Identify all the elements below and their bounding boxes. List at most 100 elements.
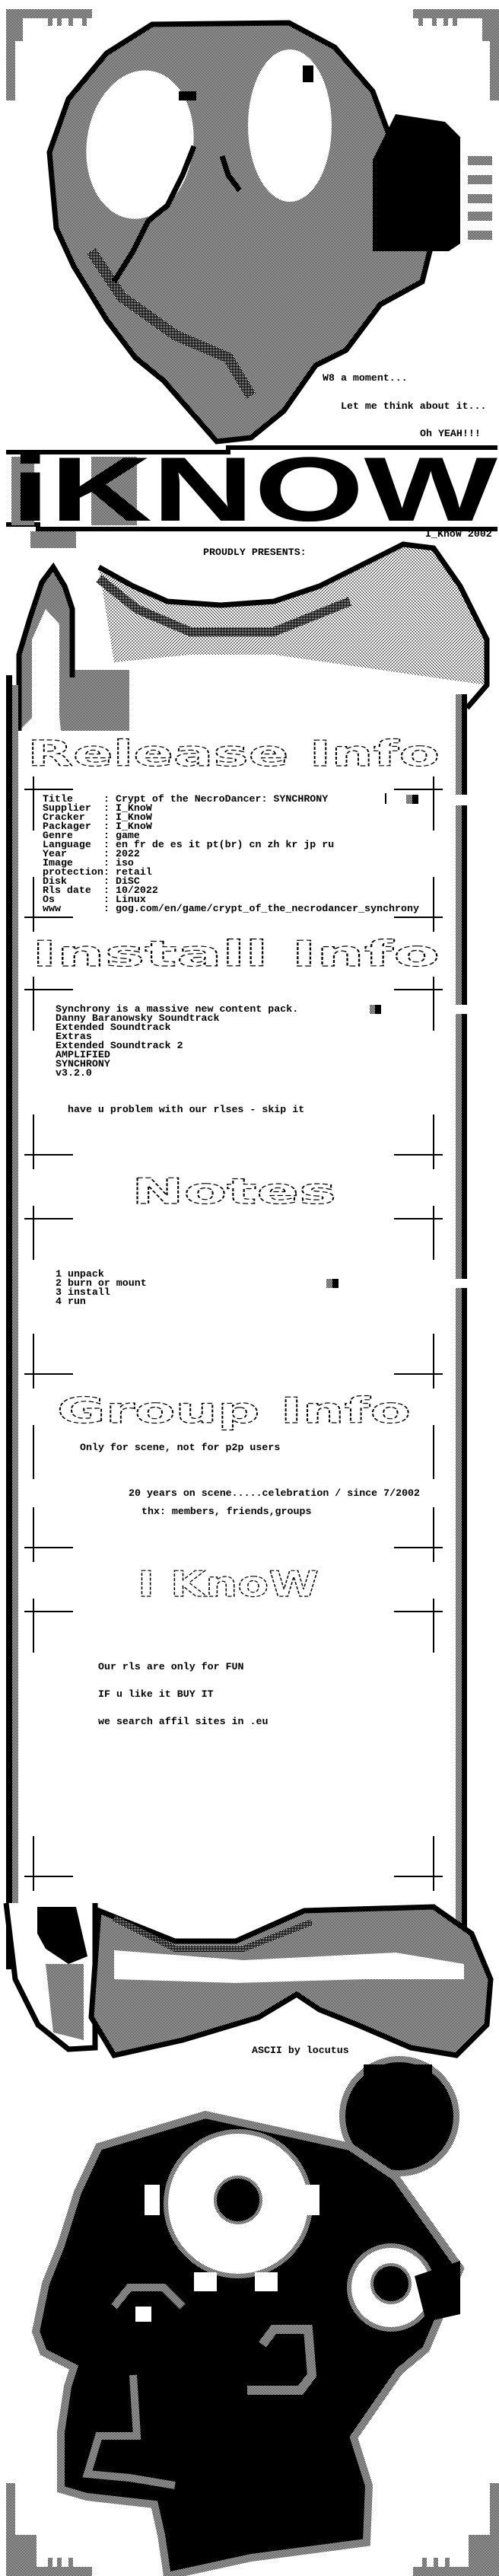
separator: : [103,848,116,859]
gear-head-illustration [31,2056,465,2576]
cartoon-head-illustration [46,20,492,445]
release-info-row: Os: Linux [43,894,419,905]
release-info-label: Genre [43,830,73,841]
crosshair-mark [394,977,443,1031]
release-info-value: DiSC [115,875,140,887]
footer-line: Our rls are only for FUN [98,1661,244,1672]
separator: : [103,811,116,823]
release-info-row: Disk: DiSC [43,875,419,887]
ascii-credit: ASCII by locutus [252,2045,349,2056]
ear [373,114,460,251]
release-info-value: Linux [115,894,146,905]
corner-bracket-bottom-left [6,2483,92,2576]
release-info-value: 2022 [115,848,140,859]
crosshair-mark [24,1114,73,1169]
notes-step: 3 install [56,1286,110,1298]
release-info-value: en fr de es it pt(br) cn zh kr jp ru [115,839,335,850]
scroll-border-left [6,675,18,1969]
crosshair-mark [394,1599,443,1653]
release-info-row: Image: iso [43,857,419,869]
release-info-label: Image [43,857,73,869]
crosshair-mark [24,1599,73,1653]
notes-step: 4 run [56,1296,86,1307]
release-info-label: Language [43,839,91,850]
crosshair-mark [24,1836,73,1891]
right-pupil [303,65,313,82]
heading-release-info: Release Info [27,733,440,774]
release-info-value: iso [115,857,134,869]
header-line-1: W8 a moment... [323,372,408,384]
release-info-row: Genre: game [43,831,419,840]
release-info-label: Packager [43,821,91,832]
footer-line: IF u like it BUY IT [98,1688,214,1700]
group-line-1: Only for scene, not for p2p users [80,1442,281,1453]
logo-credit: I_KnoW 2002 [425,528,492,540]
crosshair-mark [24,877,73,932]
crosshair-mark [394,1334,443,1388]
release-info-value: retail [115,866,152,878]
install-info-lines: Synchrony is a massive new content pack.… [56,1003,299,1078]
heading-notes: Notes [132,1171,336,1212]
install-info-line: AMPLIFIED [56,1049,110,1060]
separator: : [103,802,116,814]
scroll-border-right [454,694,469,1927]
separator: : [103,821,116,832]
section-corner-marks [24,776,443,1891]
install-info-line: Synchrony is a massive new content pack. [56,1003,299,1015]
gear-top-right [339,2056,459,2176]
corner-bracket-bottom-right [413,2483,499,2576]
footer-line: we search affil sites in .eu [98,1716,269,1727]
group-line-3: thx: members, friends,groups [141,1506,312,1517]
heading-group-logo: I KnoW [138,1564,319,1605]
release-info-label: protection [43,866,103,878]
install-info-line: Extended Soundtrack [56,1022,171,1033]
release-info-label: Supplier [43,802,91,814]
notes-step: 1 unpack [56,1268,104,1280]
release-info-row: Packager: I_KnoW [43,821,419,832]
separator: : [103,885,116,896]
release-info-row: protection: retail [43,866,419,878]
cursor-blocks [326,793,418,1288]
release-info-label: Cracker [43,811,85,823]
left-pupil [179,91,196,100]
header-line-2: Let me think about it... [341,400,487,412]
release-info-row: www: gog.com/en/game/crypt_of_the_necrod… [43,904,419,913]
head-ear [247,2325,317,2395]
crosshair-mark [394,1206,443,1260]
install-note: have u problem with our rlses - skip it [68,1104,305,1115]
release-info-label: Rls date [43,885,91,896]
separator: : [103,793,116,805]
release-info-row: Language: en fr de es it pt(br) cn zh kr… [43,840,419,850]
release-info-label: Os [43,894,55,905]
separator: : [103,839,116,850]
release-info-table: Title: Crypt of the NecroDancer: SYNCHRO… [43,793,419,913]
group-footer: Our rls are only for FUN IF u like it BU… [98,1644,268,1736]
install-info-line: Extras [56,1031,92,1042]
release-info-value: gog.com/en/game/crypt_of_the_necrodancer… [115,903,419,914]
release-info-value: I_KnoW [115,811,152,823]
release-info-row: Year: 2022 [43,848,419,859]
proudly-presents: PROUDLY PRESENTS: [203,547,307,558]
crosshair-mark [24,1334,73,1388]
left-eye [86,70,194,219]
iknow-logo: iKNOW [6,438,498,548]
crosshair-mark [394,1114,443,1169]
head-eye [135,2307,151,2322]
install-info-line: Danny Baranowsky Soundtrack [56,1012,220,1024]
header-line-3: Oh YEAH!!! [420,428,481,439]
crosshair-mark [394,1836,443,1891]
crosshair-mark [24,776,73,831]
crosshair-mark [24,1206,73,1260]
release-info-value: 10/2022 [115,885,158,896]
release-info-value: I_KnoW [115,802,152,814]
release-info-value: Crypt of the NecroDancer: SYNCHRONY [115,793,329,805]
install-info-line: SYNCHRONY [56,1058,110,1070]
right-eye [248,49,332,202]
release-info-label: Title [43,793,73,805]
separator: : [103,894,116,905]
crosshair-mark [394,776,443,831]
release-info-value: game [115,830,140,841]
release-info-label: Disk [43,875,67,887]
